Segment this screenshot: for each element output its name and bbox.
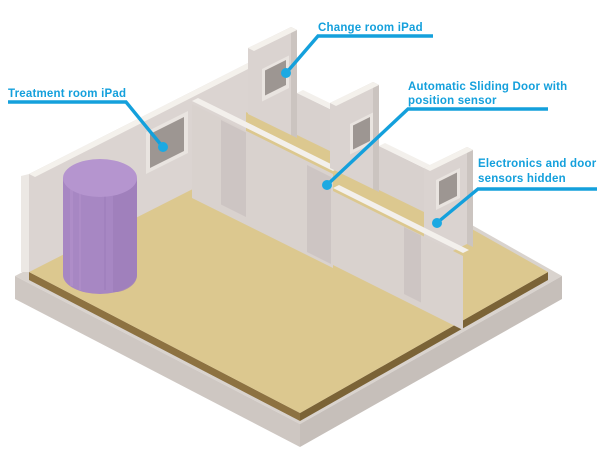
front-wall-face-2	[333, 191, 463, 330]
electronics-panel	[436, 168, 460, 210]
leader-line	[8, 100, 164, 148]
front-wall-row-2	[333, 185, 469, 330]
treatment-ipad-screen	[150, 117, 184, 168]
front-wall-top-2	[333, 185, 469, 253]
partition-wall-2	[330, 82, 379, 192]
label-automatic-sliding-door: Automatic Sliding Door with position sen…	[322, 81, 567, 190]
back-wall-end	[21, 174, 29, 272]
sliding-door-3	[404, 227, 421, 303]
float-tank	[63, 159, 137, 294]
label-text: Change room iPad	[318, 22, 423, 34]
float-tank-top	[63, 159, 137, 197]
label-text: Treatment room iPad	[8, 88, 126, 100]
leader-dot	[322, 180, 332, 190]
cubicle-rear-wall-1	[297, 90, 338, 152]
front-wall-top-1	[192, 98, 339, 171]
base-side-right	[300, 276, 562, 447]
base-side-left	[15, 276, 300, 447]
cubicle-ipad-2	[350, 112, 373, 155]
change-room-ipad	[262, 55, 289, 102]
label-text-line1: Automatic Sliding Door with	[408, 81, 567, 93]
change-cubicles	[192, 27, 473, 330]
leader-dot	[432, 218, 442, 228]
sliding-door-1	[221, 120, 246, 217]
treatment-ipad	[146, 111, 188, 174]
front-wall-row-1	[192, 98, 339, 268]
label-text-line2: sensors hidden	[478, 173, 566, 185]
cubicle-rear-wall-2	[379, 143, 430, 212]
leader-line	[326, 107, 548, 186]
leader-dot	[158, 142, 168, 152]
partition-wall-1	[248, 27, 297, 138]
label-electronics-hidden: Electronics and door sensors hidden	[432, 158, 597, 228]
callouts: Treatment room iPad Change room iPad Aut…	[8, 22, 597, 228]
label-change-room-ipad: Change room iPad	[281, 22, 433, 78]
label-text-line2: position sensor	[408, 95, 497, 107]
leader-dot	[281, 68, 291, 78]
leader-line	[436, 187, 597, 224]
label-treatment-room-ipad: Treatment room iPad	[8, 88, 168, 152]
sliding-door-2	[307, 165, 331, 264]
leader-line	[285, 34, 433, 74]
floor-edge	[29, 272, 548, 421]
back-wall-top	[29, 60, 260, 177]
label-text-line1: Electronics and door	[478, 158, 597, 170]
